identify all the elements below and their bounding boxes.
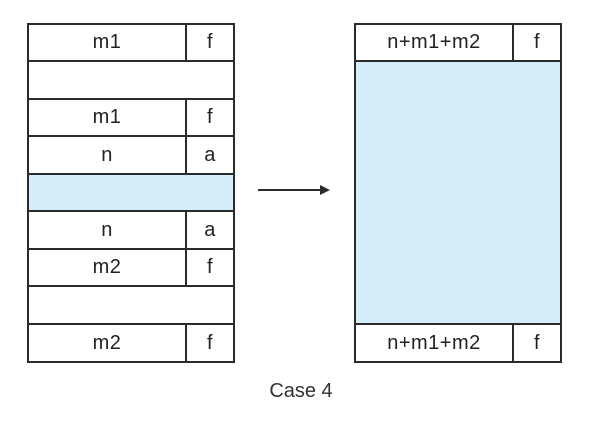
left-tag-divider [185, 23, 187, 61]
right-tag-divider [512, 23, 514, 61]
left-row-6-size: n [101, 218, 113, 241]
left-row-divider [27, 173, 235, 175]
left-row-9-flag: f [206, 331, 214, 354]
left-row-divider [27, 98, 235, 100]
left-tag-divider [185, 210, 187, 286]
right-bottom-flag: f [533, 331, 541, 354]
right-arrow-icon [258, 185, 330, 195]
right-tag-divider [512, 323, 514, 363]
left-row-1-size: m1 [92, 31, 122, 53]
right-top-flag: f [533, 31, 541, 53]
right-top-size: n+m1+m2 [387, 31, 481, 53]
left-tag-divider [185, 323, 187, 363]
left-row-7-size: m2 [92, 256, 122, 278]
left-memory-column [27, 23, 235, 363]
left-row-4-flag: a [204, 143, 216, 166]
left-row-3-flag: f [206, 106, 214, 128]
left-freed-region [29, 174, 233, 211]
right-row-divider [354, 60, 562, 62]
left-row-7-flag: f [206, 256, 214, 278]
left-row-divider [27, 210, 235, 212]
right-merged-free-region [356, 62, 560, 323]
left-row-divider [27, 285, 235, 287]
right-bottom-size: n+m1+m2 [387, 331, 481, 354]
right-row-divider [354, 323, 562, 325]
left-row-9-size: m2 [92, 331, 122, 354]
left-tag-divider [185, 98, 187, 174]
left-row-1-flag: f [206, 31, 214, 53]
right-memory-column [354, 23, 562, 363]
left-row-4-size: n [101, 143, 113, 166]
left-row-divider [27, 60, 235, 62]
left-row-divider [27, 135, 235, 137]
left-row-3-size: m1 [92, 106, 122, 128]
left-row-divider [27, 248, 235, 250]
left-row-divider [27, 323, 235, 325]
left-row-6-flag: a [204, 218, 216, 241]
case-caption: Case 4 [269, 380, 333, 402]
